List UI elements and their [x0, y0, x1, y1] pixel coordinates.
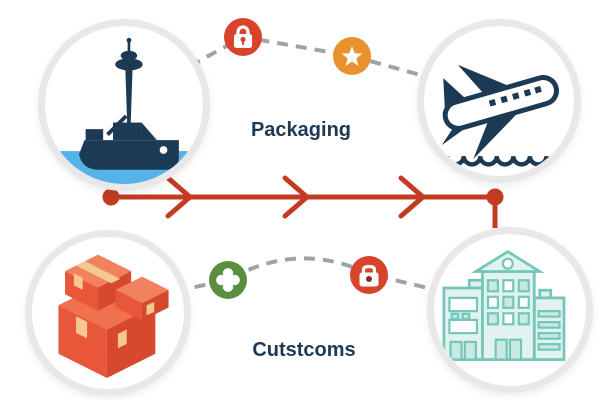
buildings-icon — [442, 250, 566, 361]
timeline-start-dot — [102, 188, 120, 206]
padlock-icon — [350, 256, 388, 294]
timeline-end-dot — [486, 188, 504, 206]
badge-priority — [333, 37, 371, 75]
clover-cross-icon — [209, 261, 247, 299]
step-label-customs: Cutstcoms — [252, 339, 356, 361]
node-customs-office — [427, 227, 593, 393]
top-route-dashed-line — [189, 34, 425, 78]
padlock-icon — [224, 18, 262, 56]
arrow-chevron-icon — [165, 175, 193, 219]
node-packages — [25, 230, 191, 396]
stacked-boxes-icon — [58, 254, 169, 378]
step-label-packaging: Packaging — [250, 119, 352, 141]
arrow-chevron-icon — [282, 175, 310, 219]
airplane-takeoff-icon — [428, 64, 566, 167]
cargo-ship-icon — [45, 37, 203, 184]
badge-security-bottom — [350, 256, 388, 294]
badge-inspection — [209, 261, 247, 299]
badge-security-top — [224, 18, 262, 56]
star-icon — [333, 37, 371, 75]
node-airplane — [417, 19, 581, 183]
arrow-chevron-icon — [398, 175, 426, 219]
node-port-ship — [38, 19, 210, 191]
